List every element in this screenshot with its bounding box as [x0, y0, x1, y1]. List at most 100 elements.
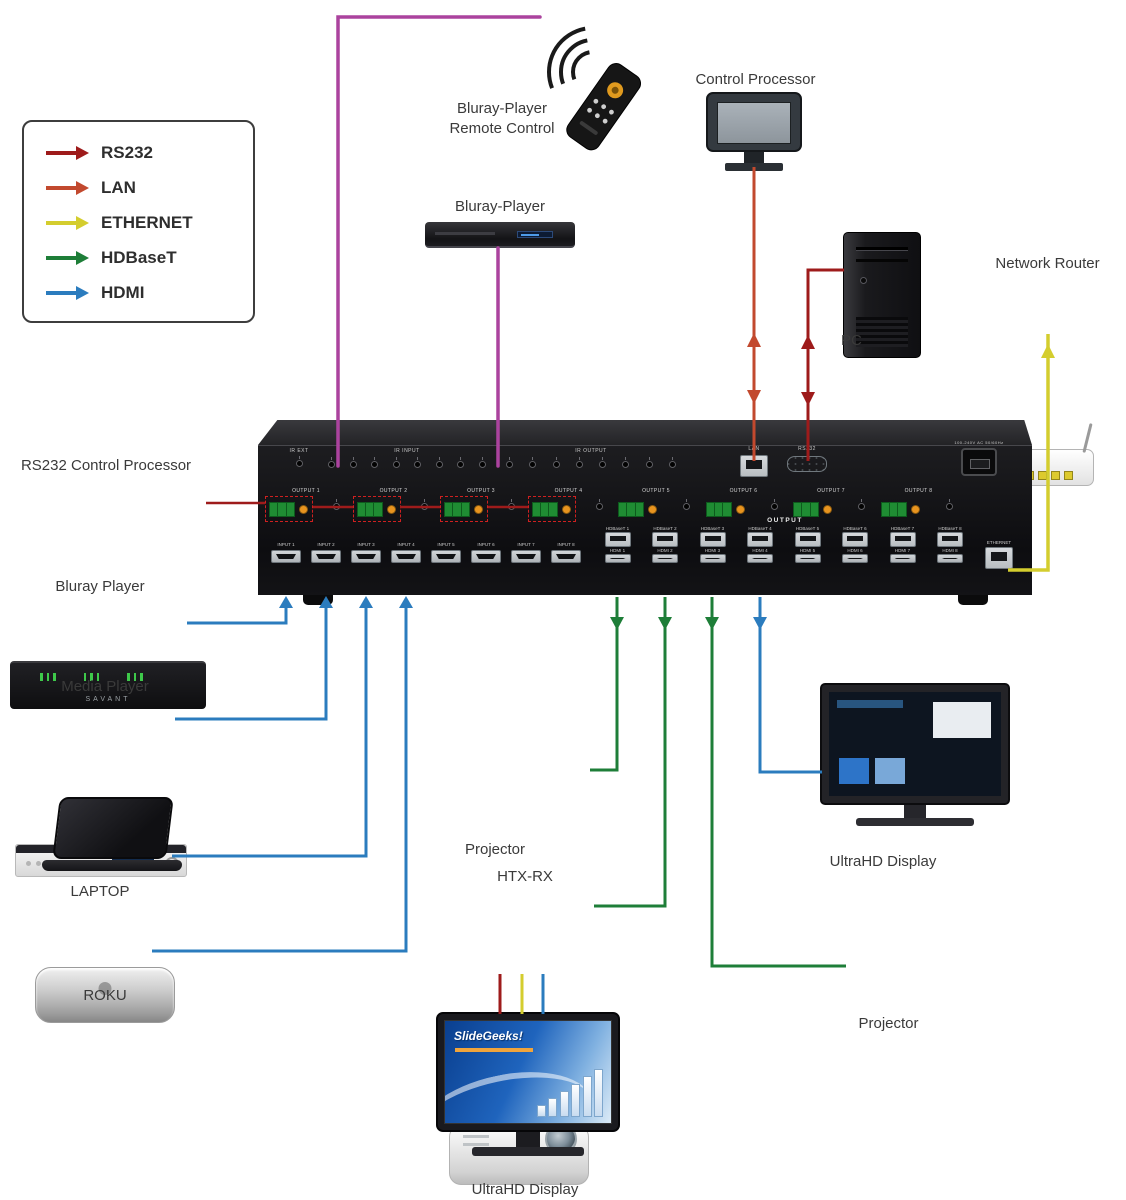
control-processor-bezel [706, 92, 802, 152]
screen-title: SlideGeeks! [454, 1029, 523, 1043]
ultrahd-display-bottom-device: SlideGeeks! [436, 1012, 620, 1156]
hdmi-port [794, 554, 821, 563]
ir-output-ports: IR OUTPUT [506, 448, 676, 468]
hdmi-out-label: HDMI 1 [609, 548, 626, 553]
ir-output-jack [668, 457, 676, 468]
legend-arrow-head-icon [76, 181, 89, 195]
hdmi-port [311, 550, 341, 563]
brand-text: SAVANT [85, 696, 131, 703]
hdmi-port [747, 554, 773, 563]
ir-emitter-jack [735, 504, 745, 514]
hdmi-input-port: INPUT 3 [348, 542, 384, 563]
hdmi-input-port: INPUT 2 [308, 542, 344, 563]
display-bezel: SlideGeeks! [436, 1012, 620, 1132]
output-section: OUTPUT 5 [613, 488, 699, 528]
output-section: OUTPUT 7 [788, 488, 874, 528]
output-section: OUTPUT 1 [263, 488, 349, 528]
ir-jack [420, 499, 428, 510]
ir-emitter-jack [823, 504, 832, 514]
rs232-processor-label: RS232 Control Processor [20, 457, 192, 474]
hdmi-out-label: HDMI 7 [894, 548, 911, 553]
ir-input-jack [392, 457, 400, 468]
ir-jack [945, 499, 953, 510]
hdmi-input-port: INPUT 1 [268, 542, 304, 563]
ir-input-jack [349, 457, 357, 468]
matrix-foot [958, 595, 988, 605]
hdbaset-label: HDBaseT 6 [843, 526, 867, 531]
ethernet-arrow-up-icon [1041, 344, 1055, 358]
ir-emitter-jack [386, 504, 396, 514]
antenna-icon [1082, 423, 1093, 453]
output-section-label: OUTPUT 1 [292, 488, 320, 494]
hdmi-line-roku [152, 599, 408, 953]
terminal-block-area [615, 496, 663, 522]
ir-input-jack [435, 457, 443, 468]
legend-arrow-head-icon [76, 216, 89, 230]
ir-emitter-jack [299, 504, 308, 514]
output-section: OUTPUT 8 [876, 488, 962, 528]
matrix-power-inlet: 100-240V AC 50/60Hz [946, 440, 1012, 476]
legend-arrow-line [46, 151, 76, 155]
ir-input-jack [328, 457, 335, 468]
terminal-block-area [527, 496, 576, 522]
hdmi-out-label: HDMI 2 [657, 548, 673, 553]
matrix-lan-port: LAN [736, 446, 772, 477]
display-bezel [820, 683, 1010, 805]
control-processor-screen [717, 102, 791, 144]
laptop-device [42, 797, 182, 871]
terminal-block-area [790, 496, 838, 522]
ir-output-jack [622, 457, 630, 468]
input-label: INPUT 1 [277, 542, 295, 547]
input-label: INPUT 5 [437, 542, 455, 547]
laptop-screen [52, 797, 174, 859]
ir-input-ports: IR INPUT [328, 448, 486, 468]
matrix-switcher-device: IR EXT IR INPUT IR OUTPUT LAN RS232 100-… [258, 420, 1032, 610]
legend-label: RS232 [101, 143, 153, 162]
input-label: INPUT 6 [477, 542, 495, 547]
laptop-label: LAPTOP [70, 883, 130, 900]
hdmi-port [842, 554, 868, 563]
ir-emitter-jack [561, 504, 571, 514]
hdbaset-port [889, 532, 916, 547]
output-port-column: HDBaseT 7 HDMI 7 [880, 526, 925, 563]
bluray-display [517, 231, 553, 238]
logo-icon [98, 982, 112, 995]
ir-input-jack [457, 457, 465, 468]
hdbaset-label: HDBaseT 2 [653, 526, 677, 531]
remote-control-label: Bluray-Player Remote Control [449, 100, 555, 137]
hdmi-port [511, 550, 541, 563]
matrix-rs232-port: RS232 [782, 446, 832, 472]
hdmi-port [351, 550, 381, 563]
hdmi-out-label: HDMI 8 [942, 548, 958, 553]
output-section: OUTPUT 3 [438, 488, 524, 528]
input-label: INPUT 2 [317, 542, 335, 547]
output-port-column: HDBaseT 4 HDMI 4 [738, 526, 783, 563]
bluray-top-device [425, 222, 575, 248]
iec-inlet [961, 448, 997, 476]
matrix-ethernet-port: ETHERNET [982, 540, 1016, 569]
hdmi-port [652, 554, 678, 563]
ir-ext-port: IR EXT [284, 448, 314, 472]
legend-item: LAN [46, 177, 253, 199]
input-label: INPUT 7 [517, 542, 535, 547]
hdbaset-port [794, 532, 821, 547]
hdmi-out-label: HDMI 4 [752, 548, 768, 553]
control-processor-label: Control Processor [695, 71, 816, 88]
display-screen: SlideGeeks! [444, 1020, 612, 1124]
projector-center-label: Projector [464, 841, 526, 858]
phoenix-terminal [880, 501, 907, 517]
terminal-block-area [440, 496, 488, 522]
ir-remote-icon [547, 26, 642, 151]
ir-output-jack [506, 457, 513, 468]
legend-arrow-head-icon [76, 146, 89, 160]
output-section-label: OUTPUT 2 [379, 488, 408, 494]
input-label: INPUT 8 [557, 542, 575, 547]
output-port-column: HDBaseT 8 HDMI 8 [928, 526, 973, 563]
ir-jack [858, 499, 865, 510]
output-section-label: OUTPUT 5 [642, 488, 670, 494]
input-label: INPUT 3 [357, 542, 375, 547]
hdbaset-label: HDBaseT 3 [700, 526, 725, 531]
roku-label: ROKU [83, 987, 127, 1004]
legend-arrow-line [46, 256, 76, 260]
hdmi-line-display-right [758, 597, 822, 774]
